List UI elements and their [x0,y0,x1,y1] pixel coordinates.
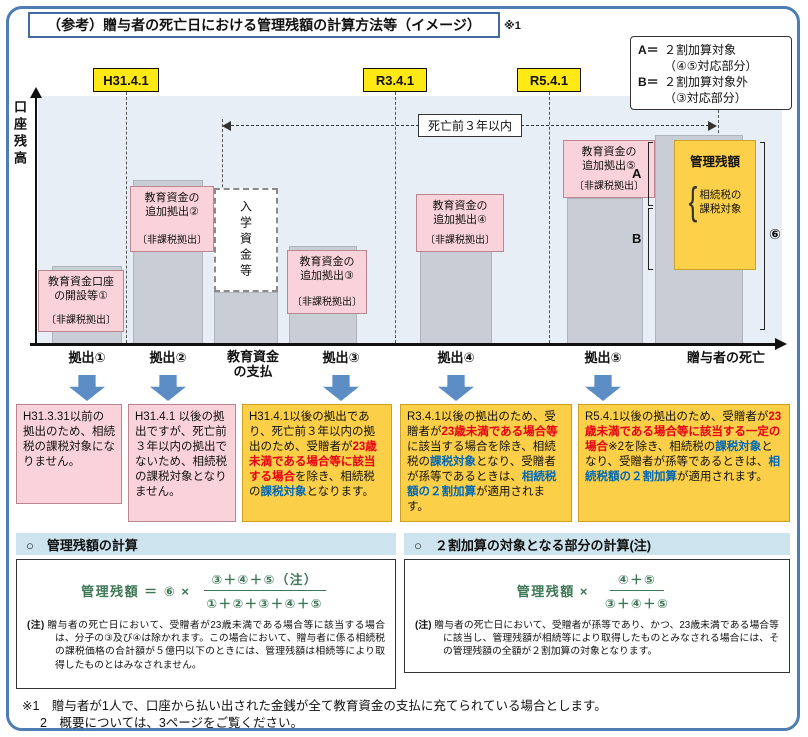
managed-balance-subtitle: 相続税の 課税対象 [699,188,742,215]
label-a: A [632,166,642,181]
x-label-payment: 教育資金 の支払 [226,349,279,379]
explanation-box-3: H31.4.1以後の拠出であり、死亡前３年以内の拠出のため、受贈者が23歳未満で… [242,404,392,522]
footnote-1: ※1 贈与者が1人で、口座から払い出された金銭が全て教育資金の支払に充てられてい… [22,699,607,713]
figure-title-text: （参考）贈与者の死亡日における管理残額の計算方法等（イメージ） [47,17,481,33]
date-box-h3141: H31.4.1 [93,68,159,92]
y-axis-arrowhead [30,87,42,98]
legend-box: A＝ ２割加算対象 （④⑤対応部分） B＝ ２割加算対象外 （③対応部分） [630,36,792,110]
y-axis-label: 口座残高 [12,100,27,168]
calc-right-fraction: ④＋⑤ ③＋④＋⑤ [597,569,677,612]
deposit-2-subtitle: 〔非課税拠出〕 [137,235,207,246]
death-range-arrow-right [708,121,717,131]
payment-box: 入学資金等 [214,188,278,292]
deposit-1-title: 教育資金口座 の開設等① [48,276,114,302]
deposit-4-title: 教育資金の 追加拠出④ [432,200,488,226]
managed-balance-box: 管理残額 { 相続税の 課税対象 [674,140,756,270]
deposit-3-title: 教育資金の 追加拠出③ [299,256,355,282]
deposit-label-2: 教育資金の 追加拠出② 〔非課税拠出〕 [130,186,214,252]
calc-left-header: ○ 管理残額の計算 [16,533,396,555]
deposit-1-subtitle: 〔非課税拠出〕 [46,315,116,326]
bracket-b [648,208,653,270]
calc-right-formula: 管理残額 × ④＋⑤ ③＋④＋⑤ [405,560,789,612]
calc-left-note: (注) 贈与者の死亡日において、受贈者が23歳未満である場合等に該当する場合は、… [17,612,395,672]
legend-a-key: A＝ [638,43,659,57]
x-label-deposit-5: 拠出⑤ [584,350,622,365]
calc-right-note-label: (注) [415,620,432,631]
calc-left-fraction-numerator: ③＋④＋⑤（注） [203,569,326,591]
calc-right-fraction-denominator: ③＋④＋⑤ [604,597,670,611]
deposit-label-1: 教育資金口座 の開設等① 〔非課税拠出〕 [38,270,124,332]
legend-row-b: B＝ ２割加算対象外 [638,74,784,90]
deposit-label-4: 教育資金の 追加拠出④ 〔非課税拠出〕 [416,194,504,252]
managed-balance-title: 管理残額 [689,155,740,169]
bar-deposit-5 [567,198,643,344]
calc-left-formula: 管理残額 ＝ ⑥ × ③＋④＋⑤（注） ①＋②＋③＋④＋⑤ [17,560,395,612]
deposit-4-subtitle: 〔非課税拠出〕 [425,235,495,246]
brace-glyph: { [688,178,698,224]
x-axis-arrowhead [775,338,787,350]
bracket-six [760,142,765,330]
calc-left-formula-lhs: 管理残額 ＝ ⑥ × [81,584,191,599]
calc-left-box: 管理残額 ＝ ⑥ × ③＋④＋⑤（注） ①＋②＋③＋④＋⑤ (注) 贈与者の死亡… [16,559,396,689]
calc-right-header: ○ ２割加算の対象となる部分の計算(注) [404,533,790,555]
legend-a-sub: （④⑤対応部分） [664,59,758,73]
dashed-line-r541 [549,92,550,343]
outer-frame [6,6,800,731]
title-note: ※1 [504,20,521,32]
legend-b-key: B＝ [638,75,659,89]
deposit-label-3: 教育資金の 追加拠出③ 〔非課税拠出〕 [287,250,367,314]
calc-right-note-text: 贈与者の死亡日において、受贈者が孫等であり、かつ、23歳未満である場合等に該当し… [434,620,779,658]
date-box-r341: R3.4.1 [363,68,427,92]
footnote-2: 2 概要については、3ページをご覧ください。 [40,716,304,730]
dashed-line-h3141 [126,92,127,343]
bar-deposit-4 [420,250,492,344]
explanation-box-5: R5.4.1以後の拠出のため、受贈者が23歳未満である場合等に該当する一定の場合… [578,404,790,522]
deposit-5-subtitle: 〔非課税拠出〕 [574,181,644,192]
death-range-arrow-left [222,121,231,131]
deposit-5-title: 教育資金の 追加拠出⑤ [581,146,637,172]
x-label-deposit-3: 拠出③ [322,350,360,365]
managed-balance-sub-row: { 相続税の 課税対象 [689,178,742,223]
explanation-box-4: R3.4.1以後の拠出のため、受贈者が23歳未満である場合等に該当する場合を除き… [400,404,572,522]
payment-text: 入学資金等 [238,200,253,280]
x-axis-line [30,343,776,346]
explanation-box-2: H31.4.1 以後の拠出ですが、死亡前３年以内の拠出でないため、相続税の課税対… [128,404,236,522]
label-six: ⑥ [769,226,781,242]
death-range-label: 死亡前３年以内 [418,114,522,137]
calc-right-box: 管理残額 × ④＋⑤ ③＋④＋⑤ (注) 贈与者の死亡日において、受贈者が孫等で… [404,559,790,673]
legend-row-a: A＝ ２割加算対象 [638,42,784,58]
x-label-deposit-2: 拠出② [149,350,187,365]
y-axis-line [35,97,37,344]
calc-right-fraction-numerator: ④＋⑤ [610,569,665,591]
dashed-line-r341 [395,92,396,343]
calc-left-fraction-denominator: ①＋②＋③＋④＋⑤ [206,597,323,611]
label-b: B [632,231,642,246]
figure-title: （参考）贈与者の死亡日における管理残額の計算方法等（イメージ） [28,12,500,38]
calc-right-formula-lhs: 管理残額 × [516,584,589,599]
deposit-3-subtitle: 〔非課税拠出〕 [292,297,362,308]
calc-right-note: (注) 贈与者の死亡日において、受贈者が孫等であり、かつ、23歳未満である場合等… [405,612,789,659]
x-label-deposit-1: 拠出① [68,350,106,365]
x-label-deposit-4: 拠出④ [437,350,475,365]
explanation-box-1: H31.3.31以前の拠出のため、相続税の課税対象になりません。 [16,404,122,504]
deposit-2-title: 教育資金の 追加拠出② [144,192,200,218]
calc-left-note-label: (注) [27,620,45,631]
bar-after-payment [214,292,278,344]
legend-a-text: ２割加算対象 [664,43,737,57]
x-label-donor-death: 贈与者の死亡 [686,350,765,365]
bracket-a [648,142,653,206]
calc-left-note-text: 贈与者の死亡日において、受贈者が23歳未満である場合等に該当する場合は、分子の③… [47,620,385,671]
legend-b-text: ２割加算対象外 [664,75,749,89]
legend-b-sub: （③対応部分） [664,91,747,105]
calc-left-fraction: ③＋④＋⑤（注） ①＋②＋③＋④＋⑤ [199,569,331,612]
date-box-r541: R5.4.1 [517,68,581,92]
deposit-label-5: 教育資金の 追加拠出⑤ 〔非課税拠出〕 [563,140,655,198]
